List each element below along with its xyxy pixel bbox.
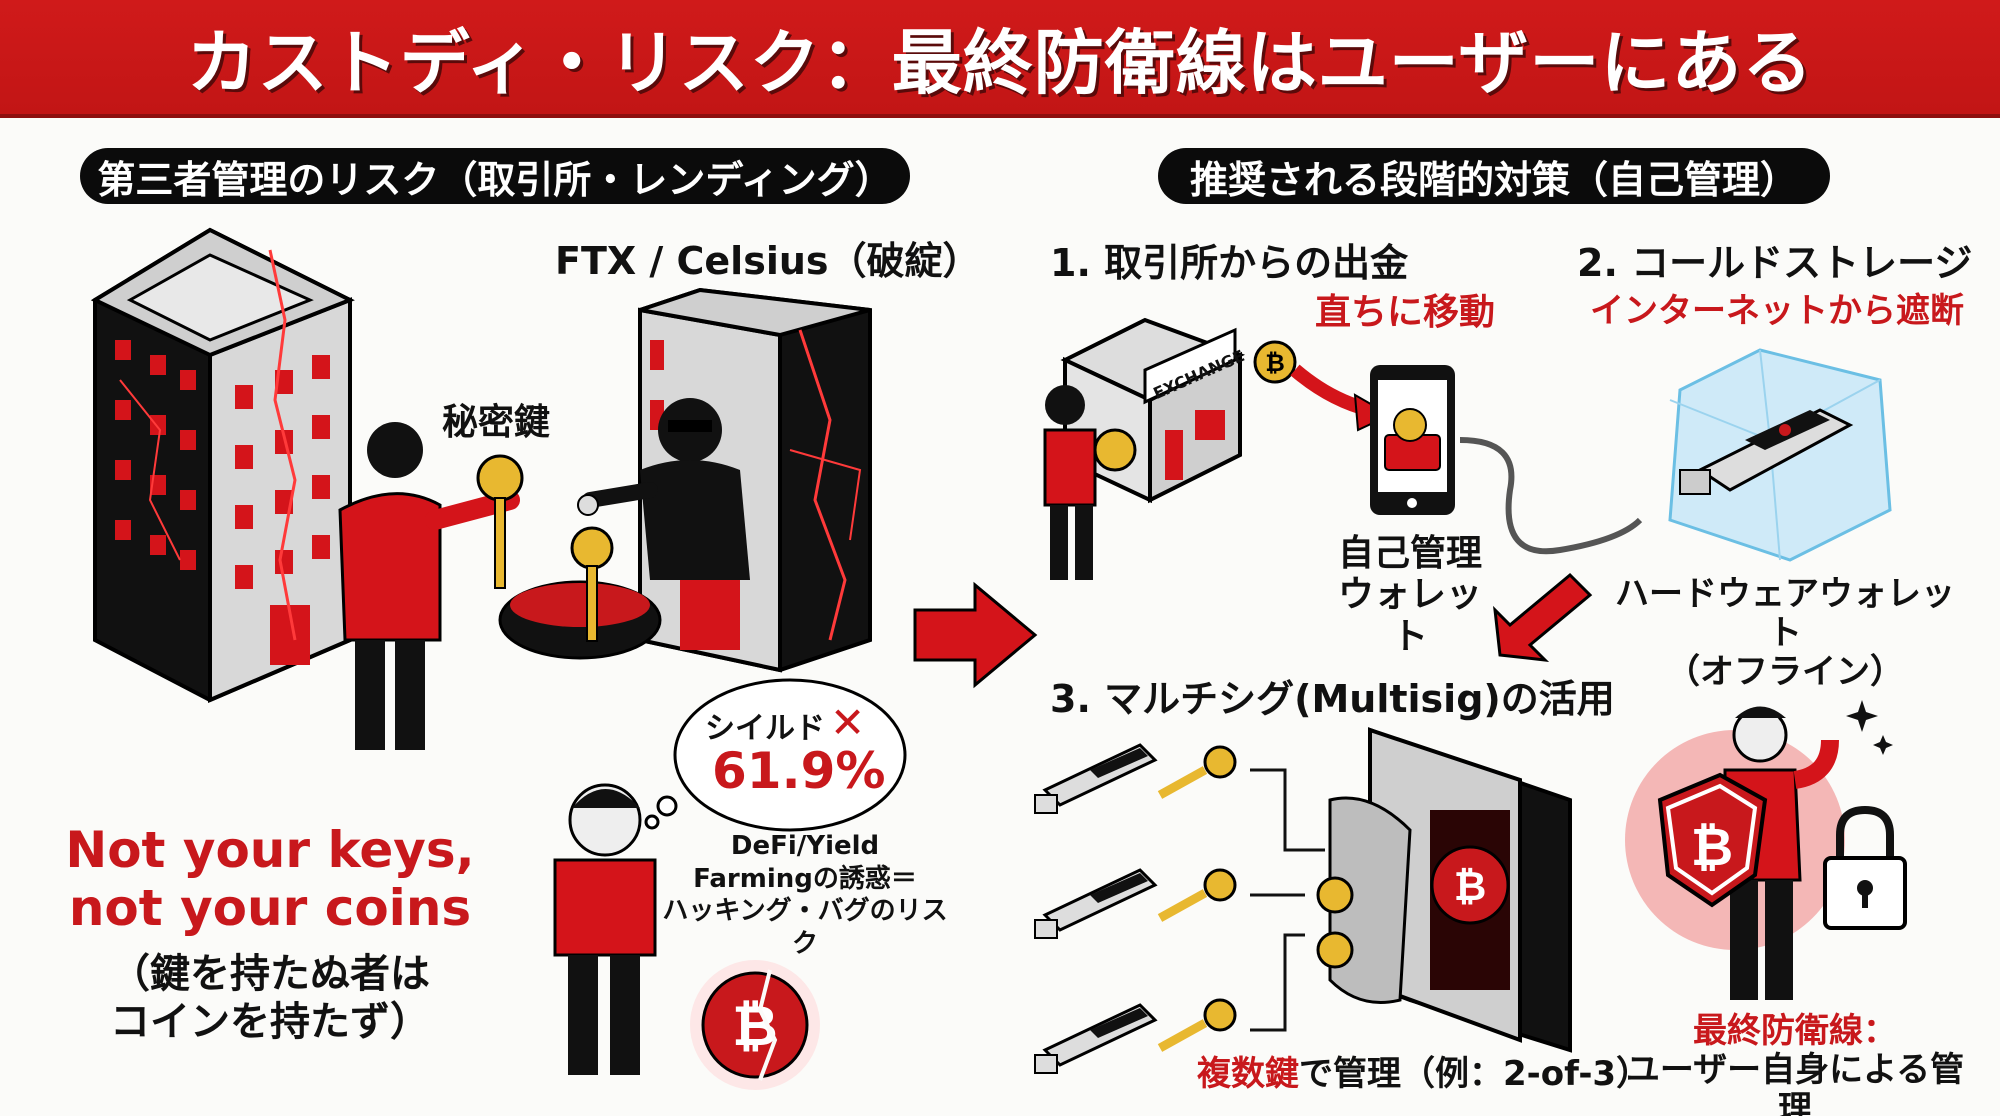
person-at-exchange-icon bbox=[1043, 385, 1137, 580]
final-defense-caption: 最終防衛線： ユーザー自身による管理 bbox=[1625, 1011, 1965, 1116]
hardware-wallet-label: ハードウェアウォレット （オフライン） bbox=[1615, 574, 1955, 693]
slogan: Not your keys, not your coins bbox=[65, 821, 475, 937]
slogan-translation: （鍵を持たぬ者は コインを持たず） bbox=[110, 951, 430, 1045]
defi-caption: DeFi/Yield Farmingの誘惑＝ ハッキング・バグのリスク bbox=[662, 831, 948, 959]
usb-cable-icon bbox=[1459, 437, 1643, 555]
vault-icon: ₿ bbox=[1316, 727, 1572, 1053]
svg-text:₿: ₿ bbox=[1454, 864, 1487, 910]
phone-wallet-icon bbox=[1370, 365, 1455, 515]
usb-key-1-icon bbox=[1034, 743, 1237, 814]
cracked-building-icon bbox=[90, 227, 355, 704]
self-custody-wallet-label: 自己管理 ウォレット bbox=[1337, 533, 1482, 657]
ice-cube-hardware-wallet-icon bbox=[1668, 348, 1892, 562]
multisig-caption: 複数鍵で管理（例：2-of-3） bbox=[1197, 1054, 1651, 1094]
private-key-label: 秘密鍵 bbox=[442, 402, 551, 443]
step3-title: 3. マルチシグ(Multisig)の活用 bbox=[1050, 677, 1615, 721]
left-section-header: 第三者管理のリスク（取引所・レンディング） bbox=[80, 148, 910, 204]
step1-title: 1. 取引所からの出金 bbox=[1050, 241, 1409, 285]
hole-with-key-icon bbox=[498, 526, 662, 660]
svg-text:₿: ₿ bbox=[1265, 349, 1285, 377]
right-arrow-icon bbox=[913, 581, 1038, 689]
svg-text:₿: ₿ bbox=[1691, 818, 1733, 878]
bankrupt-building-icon bbox=[577, 287, 872, 673]
down-left-arrow-icon bbox=[1493, 572, 1593, 662]
cross-mark: ✕ bbox=[830, 698, 866, 747]
right-section-header: 推奨される段階的対策（自己管理） bbox=[1158, 148, 1830, 204]
defender-person-icon: ₿ bbox=[1625, 700, 1907, 1000]
yield-percentage: 61.9% bbox=[712, 742, 886, 800]
page-title: カストディ・リスク：最終防衛線はユーザーにある bbox=[186, 21, 1814, 104]
person-holding-key-icon bbox=[338, 422, 524, 750]
multisig-connectors bbox=[1250, 768, 1325, 1032]
title-banner: カストディ・リスク：最終防衛線はユーザーにある bbox=[0, 0, 2000, 118]
sad-person-icon bbox=[553, 783, 657, 1075]
step2-title: 2. コールドストレージ bbox=[1577, 241, 1973, 285]
step2-subtitle: インターネットから遮断 bbox=[1590, 291, 1964, 331]
thought-text: シイルド bbox=[705, 711, 825, 746]
thought-bubble-icon bbox=[644, 678, 907, 832]
bankrupt-label: FTX / Celsius（破綻） bbox=[555, 239, 981, 283]
broken-bitcoin-icon: ₿ bbox=[690, 960, 820, 1090]
exchange-building-icon: ₿ bbox=[1060, 317, 1393, 504]
usb-key-2-icon bbox=[1034, 868, 1237, 939]
usb-key-3-icon bbox=[1034, 998, 1237, 1074]
step1-subtitle: 直ちに移動 bbox=[1315, 292, 1496, 333]
